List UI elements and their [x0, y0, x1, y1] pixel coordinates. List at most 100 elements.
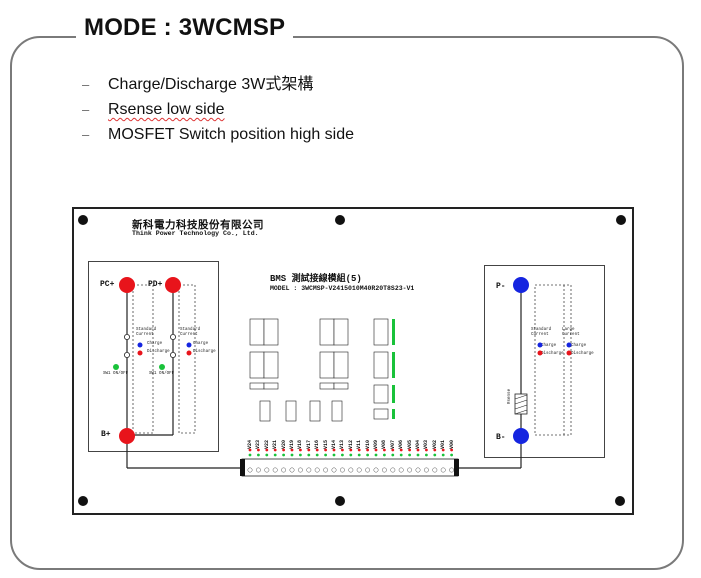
mounting-hole — [615, 496, 625, 506]
bullet-text: Charge/Discharge 3W式架構 — [108, 76, 314, 93]
b-minus-label: B- — [496, 433, 506, 442]
feature-list: – Charge/Discharge 3W式架構 – Rsense low side… — [82, 73, 354, 148]
voltage-label: V13 — [339, 439, 346, 449]
green-led — [433, 453, 437, 457]
connector-pin — [314, 467, 320, 473]
connector-pin — [398, 467, 404, 473]
voltage-label: V07 — [389, 439, 396, 449]
connector-pin — [407, 467, 413, 473]
mounting-hole — [335, 215, 345, 225]
voltage-label: V21 — [272, 439, 279, 449]
standard-current-label: Standard Current — [180, 328, 201, 337]
red-led — [441, 448, 445, 452]
connector-pin — [365, 467, 371, 473]
connector-pin — [373, 467, 379, 473]
red-led — [257, 448, 260, 452]
connector-pin — [247, 467, 253, 473]
red-led — [324, 448, 327, 452]
green-led — [425, 453, 428, 457]
green-led — [391, 453, 395, 457]
voltage-label: V24 — [247, 439, 253, 449]
green-led — [408, 453, 411, 457]
charge-label: Charge — [571, 344, 587, 348]
bullet-text: MOSFET Switch position high side — [108, 126, 355, 143]
b-plus-label: B+ — [101, 430, 111, 439]
bullet-marker: – — [82, 127, 90, 142]
bullet-marker: – — [82, 77, 90, 92]
charge-label: Charge — [147, 342, 163, 346]
green-led — [257, 453, 260, 457]
voltage-label: V14 — [331, 439, 337, 449]
connector-pin — [289, 467, 295, 473]
voltage-label: V01 — [440, 439, 447, 449]
red-led — [374, 448, 378, 452]
red-led — [307, 448, 311, 452]
connector-pin — [306, 467, 312, 473]
voltage-label: V02 — [431, 439, 438, 449]
green-led — [357, 453, 361, 457]
connector-pin — [423, 467, 429, 473]
green-led — [315, 453, 319, 457]
red-led — [248, 448, 252, 452]
red-led — [425, 448, 428, 452]
red-led — [391, 448, 395, 452]
connector-pin — [272, 467, 278, 473]
mounting-hole — [616, 215, 626, 225]
company-name-cn: 新科電力科技股份有限公司 — [132, 219, 264, 231]
charge-label: Charge — [193, 342, 209, 346]
green-led — [307, 453, 311, 457]
green-led — [290, 453, 294, 457]
voltage-label: V15 — [322, 439, 329, 449]
red-led — [383, 448, 386, 452]
pc-plus-label: PC+ — [100, 280, 115, 289]
red-led — [273, 448, 277, 452]
discharge-label: Discharge — [571, 352, 594, 356]
voltage-label: V05 — [406, 439, 413, 449]
bullet-marker: – — [82, 102, 90, 117]
content-frame — [10, 36, 684, 570]
red-led — [408, 448, 411, 452]
bullet-item: – MOSFET Switch position high side — [82, 123, 354, 148]
voltage-label: V08 — [381, 439, 388, 449]
bms-test-board-diagram: 新科電力科技股份有限公司 Think Power Technology Co.,… — [72, 207, 634, 515]
bullet-item: – Charge/Discharge 3W式架構 — [82, 73, 354, 98]
red-led — [315, 448, 319, 452]
mode-title: MODE : 3WCMSP — [76, 14, 294, 42]
red-led — [341, 448, 344, 452]
connector-pin — [255, 467, 261, 473]
voltage-label: V04 — [415, 439, 421, 449]
mounting-hole — [78, 215, 88, 225]
charge-label: Charge — [541, 344, 557, 348]
connector-pin — [381, 467, 387, 473]
bullet-text: Rsense low side — [108, 101, 225, 118]
voltage-label: V17 — [305, 439, 312, 449]
voltage-label: V06 — [398, 439, 405, 449]
voltage-label: V20 — [280, 439, 287, 449]
green-led — [248, 453, 252, 457]
voltage-label: V10 — [364, 439, 371, 449]
connector-pin — [331, 467, 337, 473]
connector-pin — [323, 467, 329, 473]
voltage-label: V00 — [448, 439, 455, 449]
red-led — [349, 448, 353, 452]
voltage-label: V11 — [356, 439, 363, 449]
connector-pin — [297, 467, 303, 473]
discharge-label: Discharge — [541, 352, 564, 356]
connector-pin — [390, 467, 396, 473]
red-led — [332, 448, 336, 452]
red-led — [282, 448, 285, 452]
green-led — [349, 453, 353, 457]
green-led — [341, 453, 344, 457]
connector-pin — [415, 467, 421, 473]
left-terminal-panel: PC+ PD+ B+ Standard Current Standard Cur… — [88, 261, 219, 452]
p-minus-label: P- — [496, 282, 506, 291]
green-led — [416, 453, 420, 457]
red-led — [290, 448, 294, 452]
module-title: BMS 測試接線模組(5) — [270, 274, 362, 284]
mounting-hole — [335, 496, 345, 506]
connector-pin — [281, 467, 287, 473]
connector-pin — [432, 467, 438, 473]
voltage-label: V23 — [255, 439, 262, 449]
model-number: MODEL : 3WCMSP-V2415010M40R20T8S23-V1 — [270, 285, 415, 292]
red-led — [416, 448, 420, 452]
